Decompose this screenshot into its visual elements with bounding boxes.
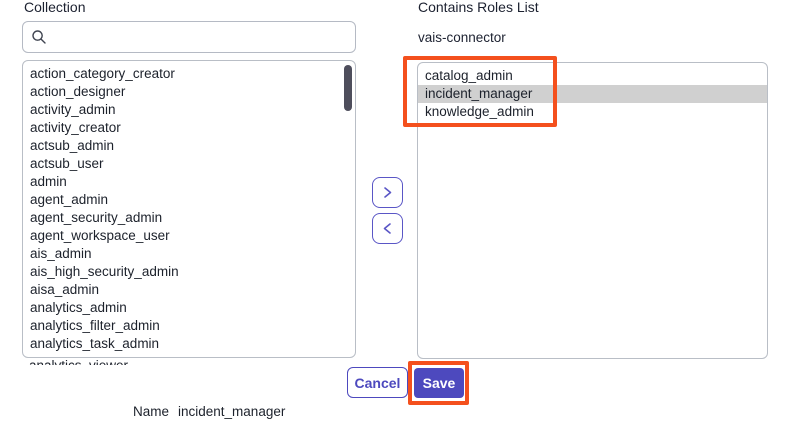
name-value: incident_manager	[178, 404, 286, 419]
search-box	[22, 21, 356, 53]
name-row: Name incident_manager	[133, 404, 285, 419]
move-left-button[interactable]	[372, 213, 403, 244]
collection-label: Collection	[24, 0, 86, 15]
list-item[interactable]: catalog_admin	[425, 68, 513, 83]
list-item[interactable]: agent_admin	[30, 192, 109, 207]
list-item[interactable]: actsub_admin	[30, 138, 115, 153]
cancel-button[interactable]: Cancel	[347, 367, 408, 398]
clipped-list-item: analytics_viewer	[22, 359, 262, 365]
group-name: vais-connector	[418, 30, 506, 45]
list-item[interactable]: action_designer	[30, 84, 126, 99]
move-right-button[interactable]	[372, 177, 403, 208]
list-item[interactable]: aisa_admin	[30, 282, 100, 297]
search-icon	[32, 30, 46, 44]
list-item[interactable]: activity_admin	[30, 102, 116, 117]
scrollbar-thumb[interactable]	[344, 65, 352, 111]
roles-list: catalog_admin incident_manager knowledge…	[417, 62, 768, 359]
list-item[interactable]: analytics_admin	[30, 300, 127, 315]
list-item[interactable]: activity_creator	[30, 120, 121, 135]
list-item[interactable]: knowledge_admin	[425, 104, 534, 119]
name-label: Name	[133, 404, 170, 419]
list-item[interactable]: ais_high_security_admin	[30, 264, 179, 279]
chevron-left-icon	[383, 223, 391, 234]
collection-list: action_category_creator action_designer …	[22, 60, 356, 358]
list-item[interactable]: agent_workspace_user	[30, 228, 170, 243]
search-input[interactable]	[53, 28, 347, 46]
list-item: analytics_viewer	[22, 359, 262, 365]
list-item[interactable]: admin	[30, 174, 67, 189]
list-item-selected[interactable]: incident_manager	[418, 85, 767, 103]
chevron-right-icon	[384, 187, 392, 198]
list-item[interactable]: ais_admin	[30, 246, 92, 261]
list-item[interactable]: analytics_filter_admin	[30, 318, 160, 333]
save-button[interactable]: Save	[414, 368, 464, 398]
list-item[interactable]: actsub_user	[30, 156, 104, 171]
list-item[interactable]: agent_security_admin	[30, 210, 163, 225]
contains-roles-label: Contains Roles List	[418, 0, 539, 15]
list-item[interactable]: analytics_task_admin	[30, 336, 160, 351]
list-item[interactable]: action_category_creator	[30, 66, 175, 81]
